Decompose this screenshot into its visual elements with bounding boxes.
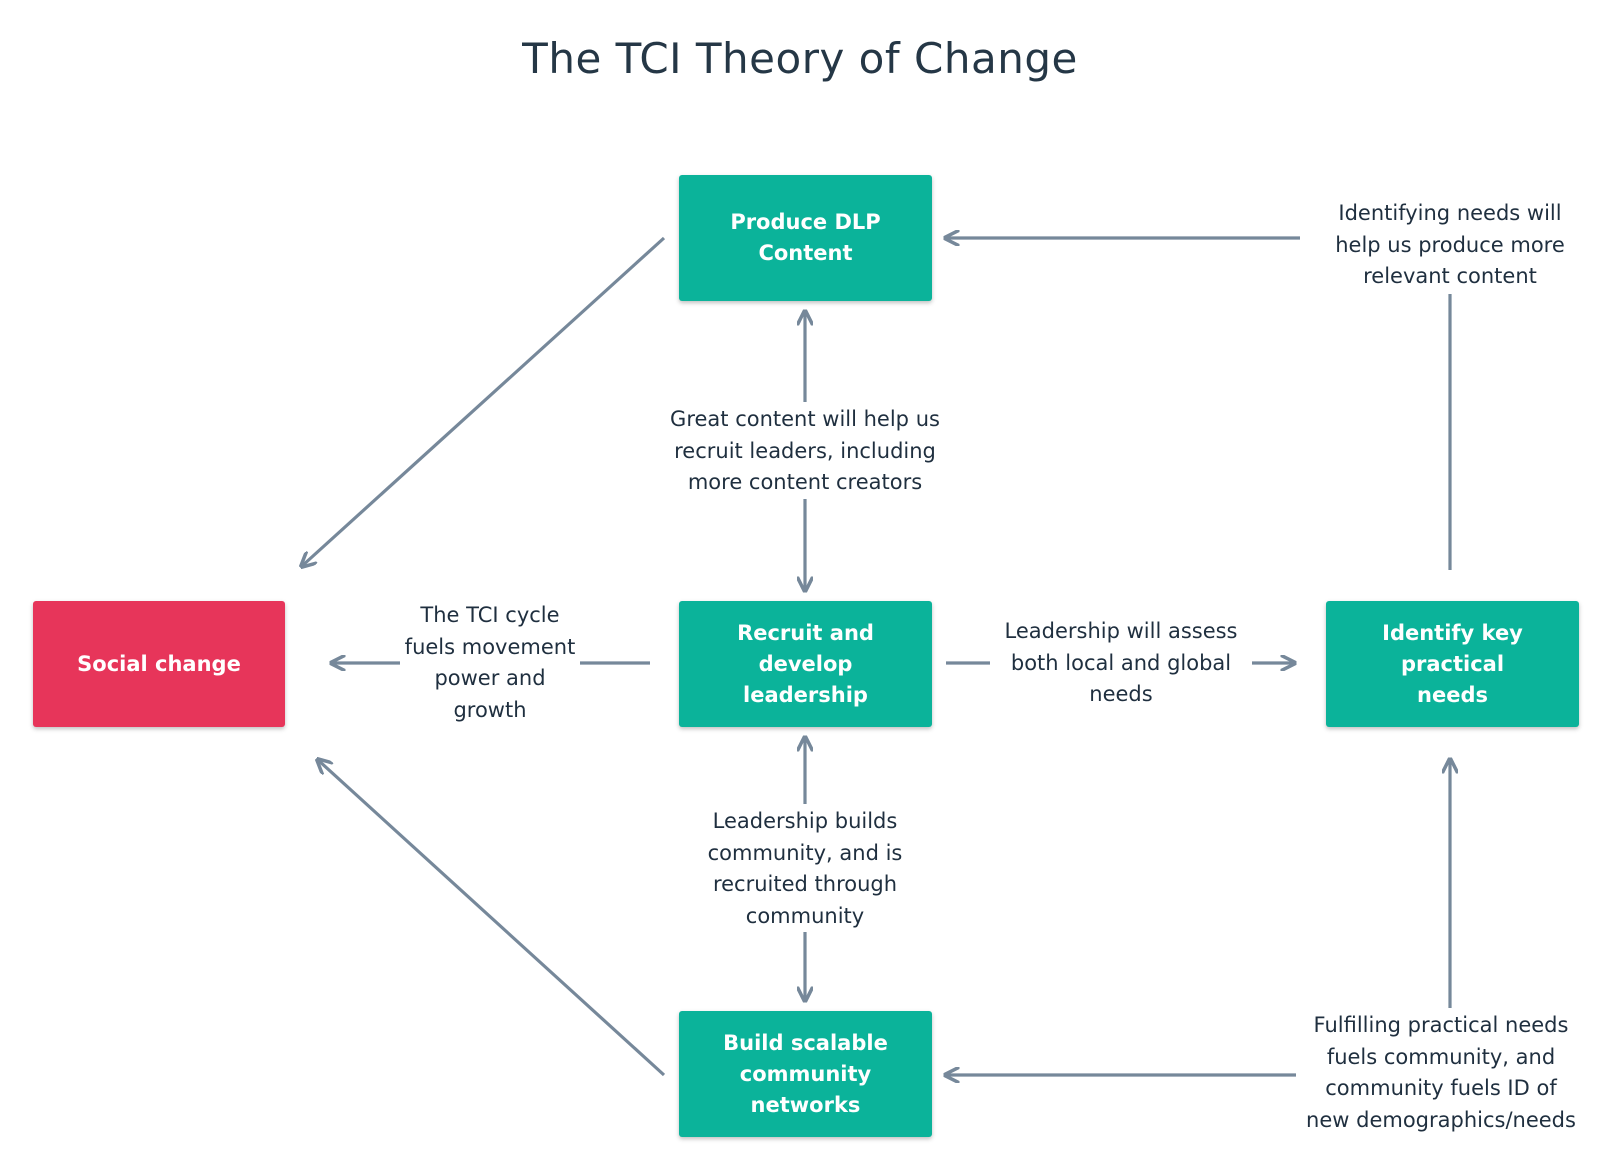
node-recruit-develop-leadership: Recruit and develop leadership — [679, 601, 932, 727]
label-fulfilling-needs: Fulfilling practical needs fuels communi… — [1296, 1010, 1586, 1136]
label-tci-cycle: The TCI cycle fuels movement power and g… — [400, 600, 580, 726]
node-produce-dlp-content: Produce DLP Content — [679, 175, 932, 301]
node-identify-practical-needs: Identify key practical needs — [1326, 601, 1579, 727]
arrow-build-to-social — [318, 760, 666, 1077]
node-social-change: Social change — [33, 601, 285, 727]
arrow-produce-to-social — [302, 236, 666, 566]
label-leadership-assess: Leadership will assess both local and gl… — [990, 616, 1252, 711]
label-great-content: Great content will help us recruit leade… — [650, 404, 960, 499]
node-build-community-networks: Build scalable community networks — [679, 1011, 932, 1137]
label-identifying-needs: Identifying needs will help us produce m… — [1300, 198, 1600, 293]
label-leadership-builds: Leadership builds community, and is recr… — [680, 806, 930, 932]
diagram-title: The TCI Theory of Change — [522, 34, 1078, 83]
